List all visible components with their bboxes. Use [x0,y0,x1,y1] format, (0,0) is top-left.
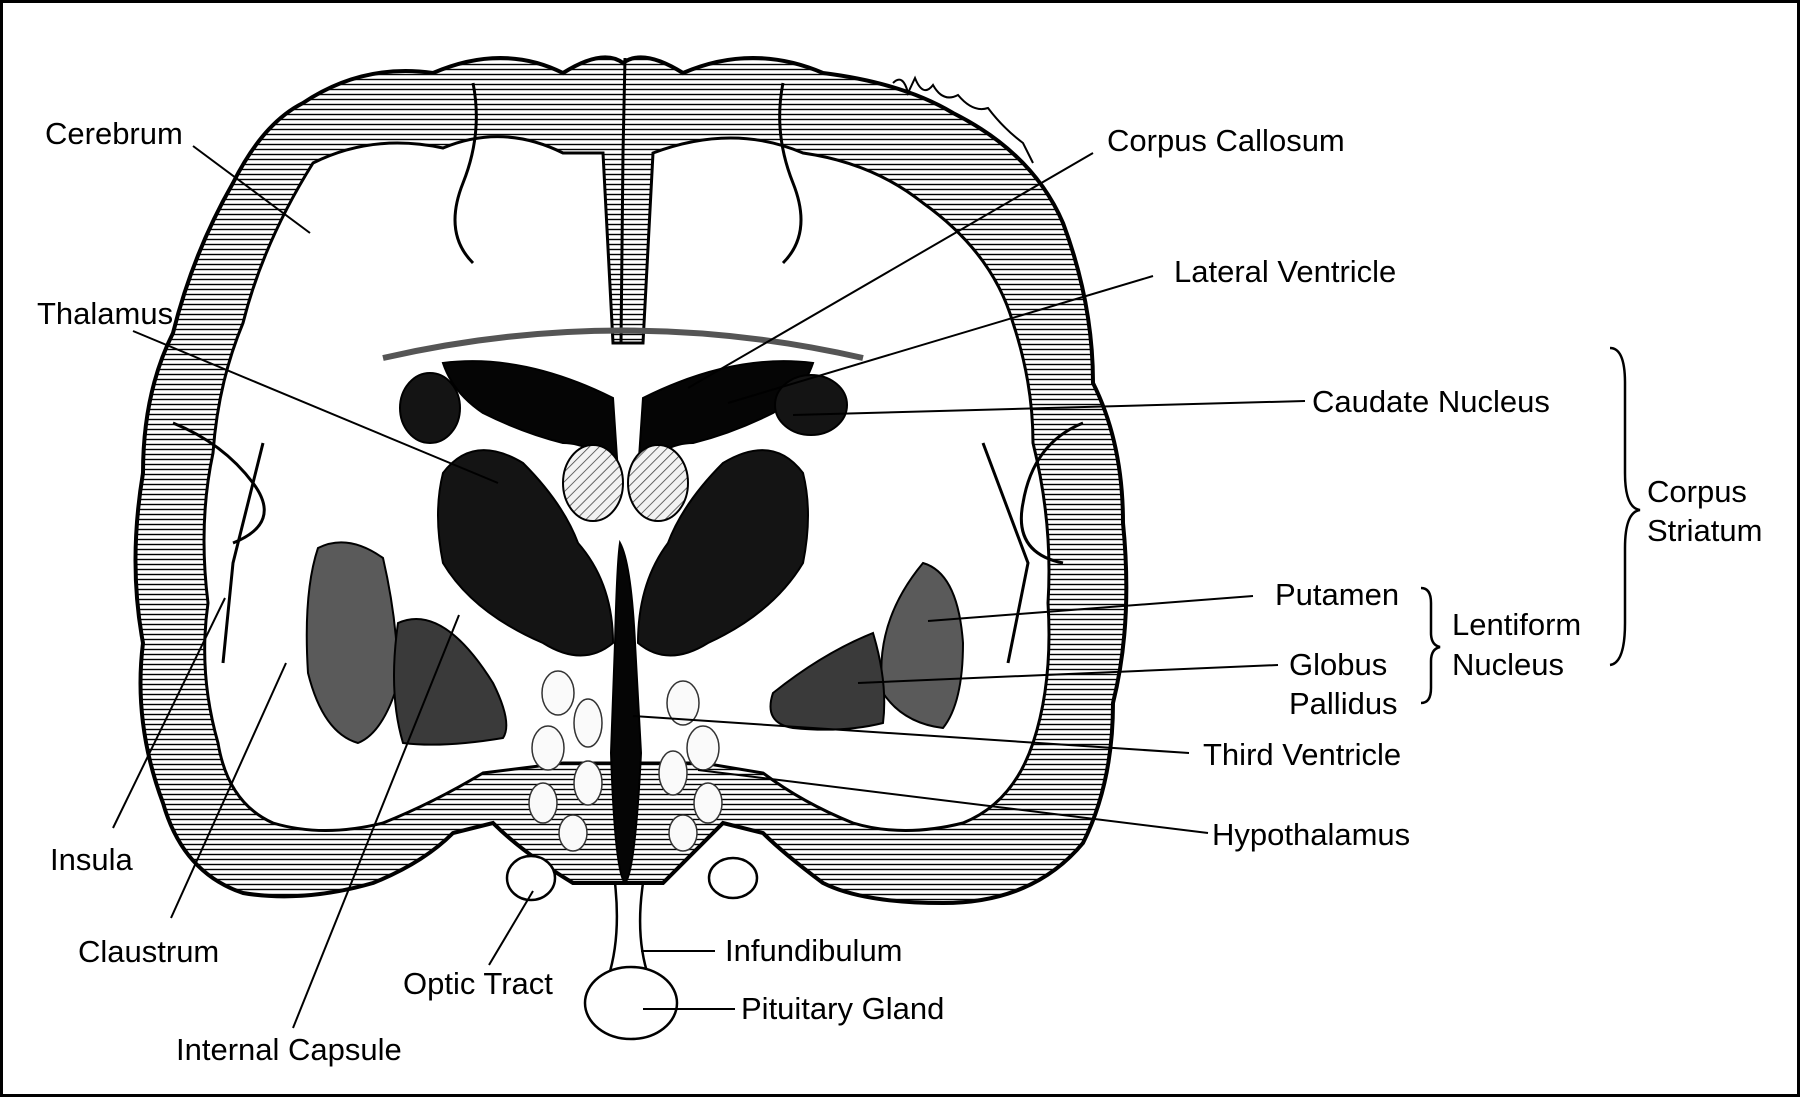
leader-globus-pallidus [857,664,1279,684]
leader-hypothalamus [697,769,1209,834]
leader-putamen [927,595,1254,622]
longitudinal-fissure [619,57,627,344]
artist-signature [892,75,1034,164]
label-optic-tract: Optic Tract [403,966,553,1001]
optic-tract-right [707,856,759,900]
label-corpus-callosum: Corpus Callosum [1107,123,1345,158]
label-lateral-ventricle: Lateral Ventricle [1174,254,1396,289]
label-putamen: Putamen [1275,577,1399,612]
globus-pallidus-left [393,618,508,746]
leader-internal-capsule [292,614,460,1029]
label-hypothalamus: Hypothalamus [1212,817,1410,852]
label-globus-line2: Pallidus [1289,686,1398,721]
label-caudate-nucleus: Caudate Nucleus [1312,384,1550,419]
label-third-ventricle: Third Ventricle [1203,737,1401,772]
sulcus-line [778,82,803,265]
label-lentiform-line2: Nucleus [1452,647,1564,682]
hypothalamus-region-left [528,670,603,852]
putamen-left [305,541,400,745]
label-lentiform-line1: Lentiform [1452,607,1581,642]
pituitary-gland-shape [583,965,679,1041]
leader-third-ventricle [632,715,1190,754]
infundibulum-shape [606,882,651,979]
leader-thalamus [132,330,499,484]
caudate-nucleus-right [774,374,848,436]
third-ventricle [609,539,643,885]
globus-pallidus-right [769,631,886,731]
label-infundibulum: Infundibulum [725,933,903,968]
leader-insula [112,597,226,829]
sulcus-line [1019,421,1084,565]
label-thalamus: Thalamus [37,296,173,331]
leader-optic-tract [488,890,534,966]
leader-corpus-callosum [687,152,1094,389]
thalamus-left [437,449,615,657]
label-cerebrum: Cerebrum [45,116,183,151]
leader-cerebrum [192,145,311,234]
hypothalamus-region-right [658,680,723,852]
label-globus-line1: Globus [1289,647,1387,682]
fornix-right [627,444,689,522]
lateral-ventricle-left [441,360,620,477]
leader-lines [112,145,1306,1029]
brace-corpus-striatum [1609,346,1641,667]
label-internal-capsule: Internal Capsule [176,1032,402,1067]
putamen-right [880,561,965,730]
leader-lateral-ventricle [727,275,1154,404]
corpus-callosum-shape [382,327,864,361]
label-pituitary-gland: Pituitary Gland [741,991,944,1026]
brain-coronal-section-diagram: Cerebrum Corpus Callosum Lateral Ventric… [37,55,1762,1067]
insula-sulcus-right [981,442,1030,664]
label-corpus-striatum-line1: Corpus [1647,474,1747,509]
thalamus-right [636,449,809,657]
brace-lentiform-nucleus [1420,586,1441,705]
caudate-nucleus-left [399,372,461,444]
leader-caudate-nucleus [792,400,1306,416]
leader-claustrum [170,662,287,919]
label-claustrum: Claustrum [78,934,219,969]
insula-sulcus-left [221,442,265,664]
label-insula: Insula [50,842,133,877]
optic-tract-left [505,854,557,902]
label-corpus-striatum-line2: Striatum [1647,513,1762,548]
fornix-left [562,444,624,522]
sulcus-line [453,82,478,265]
